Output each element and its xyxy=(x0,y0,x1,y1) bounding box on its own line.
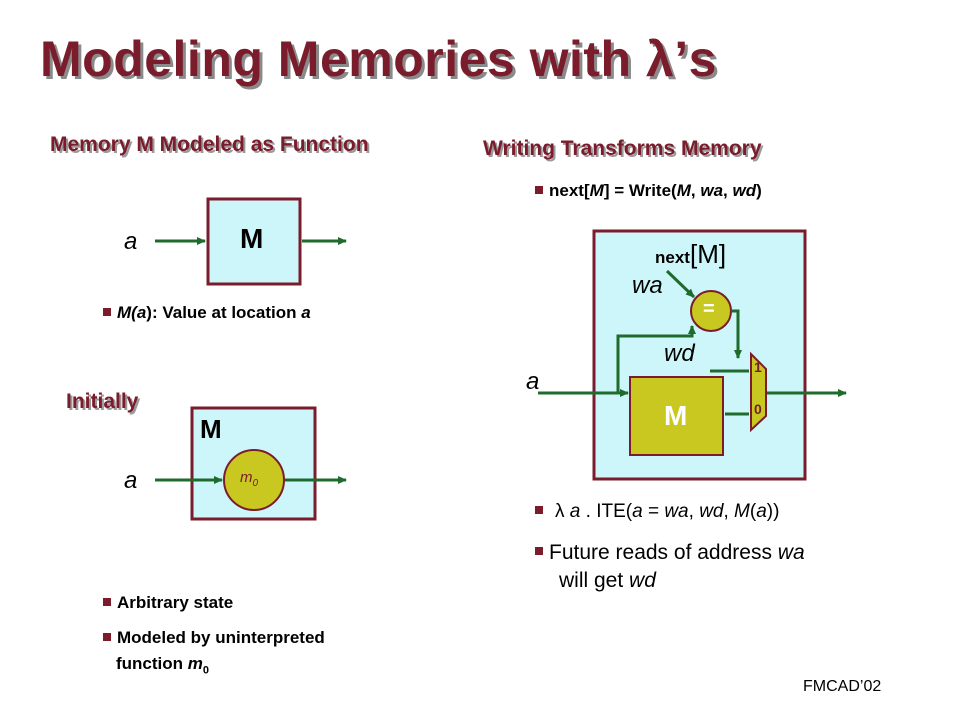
bullet-lambda-ite: λ a . ITE(a = wa, wd, M(a)) xyxy=(535,501,779,523)
memory-box-1 xyxy=(155,197,347,286)
bullet-marker xyxy=(103,597,111,606)
footer-label: FMCAD’02 xyxy=(803,678,882,695)
equals-label: = xyxy=(703,298,715,320)
select-wire xyxy=(731,309,742,359)
bullet-value-at-location: M(a): Value at location a xyxy=(103,303,311,323)
bullet-modeled-by-line2: function m0 xyxy=(116,654,210,677)
bullet-marker xyxy=(535,547,543,556)
inner-memory-box xyxy=(629,376,724,456)
inner-memory-label: M xyxy=(664,400,688,431)
mux-one-label: 1 xyxy=(754,359,762,375)
bullet-arbitrary-state: Arbitrary state xyxy=(103,593,233,613)
left-heading: Memory M Modeled as Function xyxy=(50,133,369,156)
input-label-a-1: a xyxy=(124,228,138,255)
m0-label: m0 xyxy=(240,469,259,489)
m0-circle xyxy=(223,449,285,511)
right-heading: Writing Transforms Memory xyxy=(483,137,762,160)
wd-label: wd xyxy=(664,340,695,367)
a-to-comparator-wire xyxy=(616,325,696,393)
bullet-future-reads-line2: will get wd xyxy=(559,569,656,592)
memory-label-1: M xyxy=(240,223,264,254)
page-title: Modeling Memories with λ’s xyxy=(40,31,717,87)
next-m-label: next[M] xyxy=(655,239,727,269)
initially-heading: Initially xyxy=(66,390,139,413)
bullet-marker xyxy=(535,185,543,194)
bullet-marker xyxy=(103,307,111,316)
mux-zero-label: 0 xyxy=(754,401,762,417)
memory-box-2 xyxy=(155,406,347,521)
bullet-modeled-by: Modeled by uninterpreted xyxy=(103,628,325,648)
next-memory-box xyxy=(538,229,847,481)
wa-label: wa xyxy=(632,272,663,299)
a-label-right: a xyxy=(526,368,540,395)
mux-shape xyxy=(750,351,767,433)
input-label-a-2: a xyxy=(124,467,138,494)
wa-wire xyxy=(665,269,696,299)
memory-label-2: M xyxy=(200,414,222,444)
bullet-marker xyxy=(535,505,543,514)
bullet-future-reads: Future reads of address wa xyxy=(535,541,805,565)
bullet-write-equation: next[M] = Write(M, wa, wd) xyxy=(535,181,762,201)
bullet-marker xyxy=(103,632,111,641)
